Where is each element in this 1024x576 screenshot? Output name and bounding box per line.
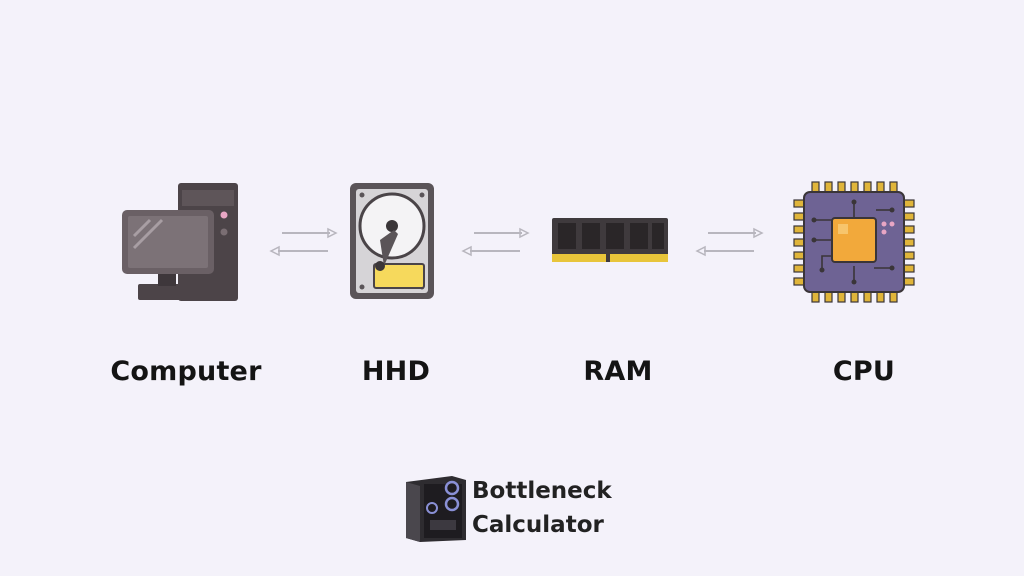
hard-disk-icon <box>350 183 434 299</box>
brand-line-2: Calculator <box>472 512 604 538</box>
bidirectional-arrow-3 <box>695 227 764 257</box>
bidirectional-arrow-1 <box>269 227 338 257</box>
brand-logo: Bottleneck Calculator <box>404 474 624 544</box>
computer-icon <box>122 183 238 301</box>
pc-case-icon <box>406 476 466 542</box>
brand-line-1: Bottleneck <box>472 478 612 504</box>
node-label-computer: Computer <box>110 356 262 387</box>
node-label-cpu: CPU <box>832 356 896 387</box>
ram-icon <box>552 218 668 262</box>
cpu-icon <box>793 181 915 303</box>
node-label-hhd: HHD <box>361 356 431 387</box>
bidirectional-arrow-2 <box>461 227 530 257</box>
node-label-ram: RAM <box>583 356 653 387</box>
